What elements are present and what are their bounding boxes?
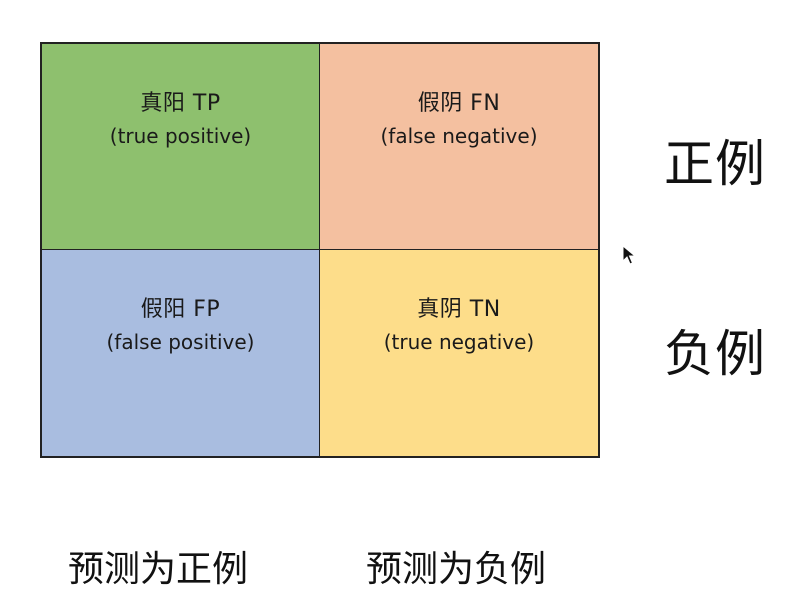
row-label-positive: 正例 [664,135,766,193]
column-label-predicted-positive: 预测为正例 [68,549,249,590]
cell-subtitle: (true negative) [383,330,535,354]
cell-title: 真阳 TP [140,91,221,116]
arrow-cursor-icon [622,245,636,265]
confusion-matrix: 真阳 TP (true positive) 假阴 FN (false negat… [40,42,600,458]
cell-title: 真阴 TN [417,297,501,322]
cell-subtitle: (false positive) [106,330,255,354]
cell-title: 假阳 FP [140,297,221,322]
cell-true-negative: 真阴 TN (true negative) [320,250,598,456]
cell-subtitle: (true positive) [109,124,252,148]
row-label-negative: 负例 [664,325,766,383]
column-label-predicted-negative: 预测为负例 [366,549,547,590]
cell-true-positive: 真阳 TP (true positive) [42,44,320,250]
cell-subtitle: (false negative) [380,124,538,148]
cell-false-positive: 假阳 FP (false positive) [42,250,320,456]
cell-title: 假阴 FN [417,91,501,116]
cell-false-negative: 假阴 FN (false negative) [320,44,598,250]
